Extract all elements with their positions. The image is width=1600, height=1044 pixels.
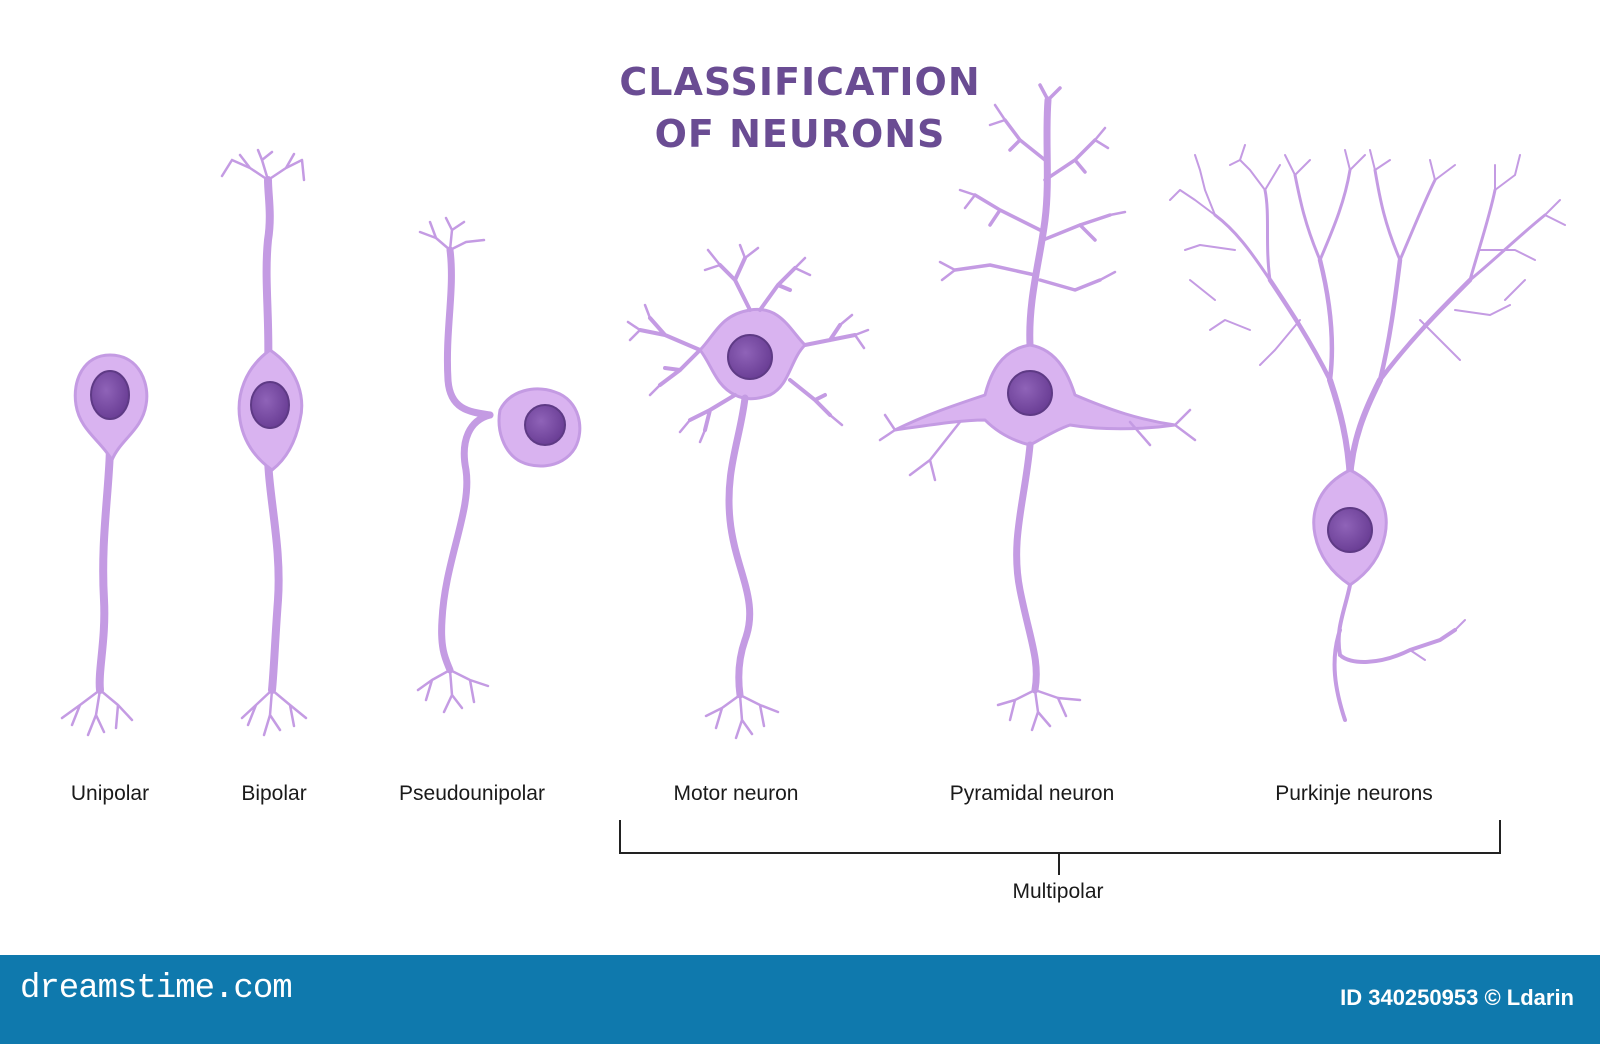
label-purkinje-neurons: Purkinje neurons — [1275, 782, 1433, 805]
label-pseudounipolar: Pseudounipolar — [399, 782, 545, 805]
multipolar-bracket-tick — [1058, 853, 1060, 875]
unipolar-neuron — [60, 353, 149, 737]
label-motor-neuron: Motor neuron — [673, 782, 799, 805]
diagram-canvas: CLASSIFICATION OF NEURONS — [60, 60, 1566, 903]
multipolar-bracket — [619, 820, 1501, 854]
pseudounipolar-neuron — [416, 216, 582, 714]
purkinje-neuron — [1169, 144, 1566, 722]
motor-neuron — [626, 243, 870, 740]
label-unipolar: Unipolar — [70, 782, 150, 805]
label-bipolar: Bipolar — [241, 782, 307, 805]
dreamstime-logo: dreamstime.com — [20, 970, 293, 1008]
image-credit: ID 340250953 © Ldarin — [1340, 985, 1574, 1010]
label-pyramidal-neuron: Pyramidal neuron — [949, 782, 1115, 805]
neuron-illustrations — [60, 83, 1566, 740]
bipolar-neuron — [220, 148, 308, 737]
title-line-2: OF NEURONS — [654, 112, 946, 156]
pyramidal-neuron — [878, 83, 1197, 732]
title-line-1: CLASSIFICATION — [619, 60, 981, 104]
label-multipolar: Multipolar — [1012, 880, 1104, 903]
watermark-footer: dreamstime.com ID 340250953 © Ldarin — [0, 955, 1600, 1044]
